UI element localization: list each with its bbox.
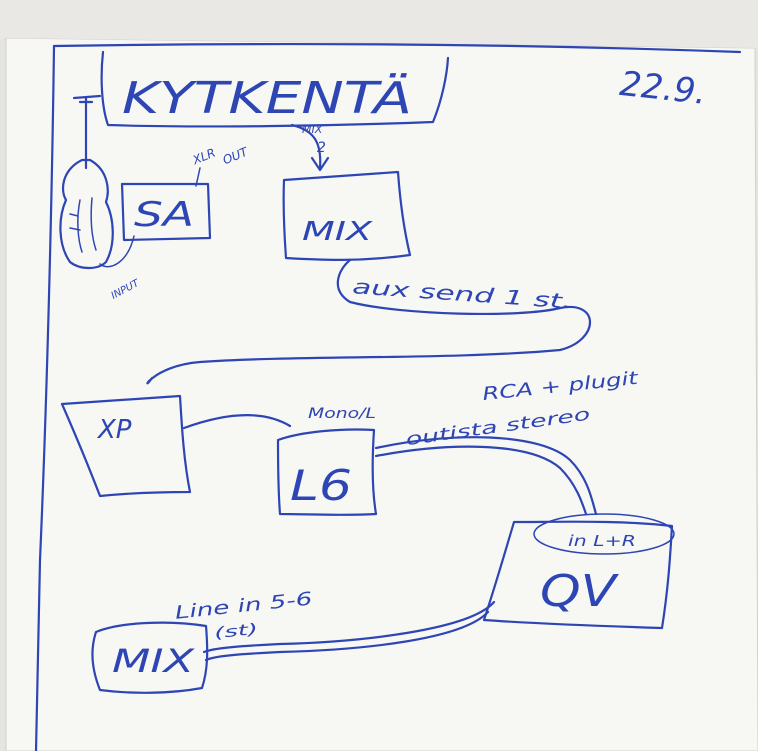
- title-text: KYTKENTÄ: [122, 72, 412, 124]
- header-line: [52, 42, 742, 54]
- mix-2-number: 2: [317, 140, 326, 156]
- paper-sheet: [5, 37, 758, 751]
- qv-mix-cable-a: [202, 600, 496, 654]
- st-label: (st): [213, 620, 259, 643]
- xlr-tick: [195, 167, 201, 187]
- qv-mix-cable-b: [204, 610, 490, 662]
- paper-top-edge: [0, 0, 758, 48]
- qv-label: QV: [540, 566, 619, 617]
- input-cable: [99, 235, 135, 268]
- sa-label: SA: [134, 195, 194, 235]
- aux-send-cable: [146, 258, 592, 385]
- mix-top-label: MIX: [302, 217, 374, 247]
- in-lr-label: in L+R: [568, 532, 636, 550]
- l6-box: [276, 428, 378, 516]
- l6-label: L6: [290, 461, 352, 510]
- title-box: [100, 50, 450, 128]
- mix-bottom-label: MIX: [112, 642, 195, 680]
- mix-2-label: MIX: [302, 123, 323, 136]
- margin-line: [34, 44, 56, 751]
- mix-bottom-box: [91, 621, 209, 694]
- l6-qv-cable-a: [374, 436, 598, 516]
- xp-label: XP: [96, 415, 132, 445]
- mix-arrow: [290, 123, 330, 172]
- qv-input-oval: [533, 513, 675, 555]
- xp-box: [60, 394, 192, 498]
- l6-qv-cable-b: [374, 445, 588, 516]
- qv-box: [482, 520, 674, 630]
- sa-box: [120, 182, 212, 242]
- xp-l6-cable: [182, 414, 292, 430]
- mix-top-box: [282, 170, 412, 261]
- date-text: 22.9.: [618, 64, 708, 113]
- guitar-icon: [59, 94, 114, 270]
- mono-l-label: Mono/L: [308, 406, 376, 422]
